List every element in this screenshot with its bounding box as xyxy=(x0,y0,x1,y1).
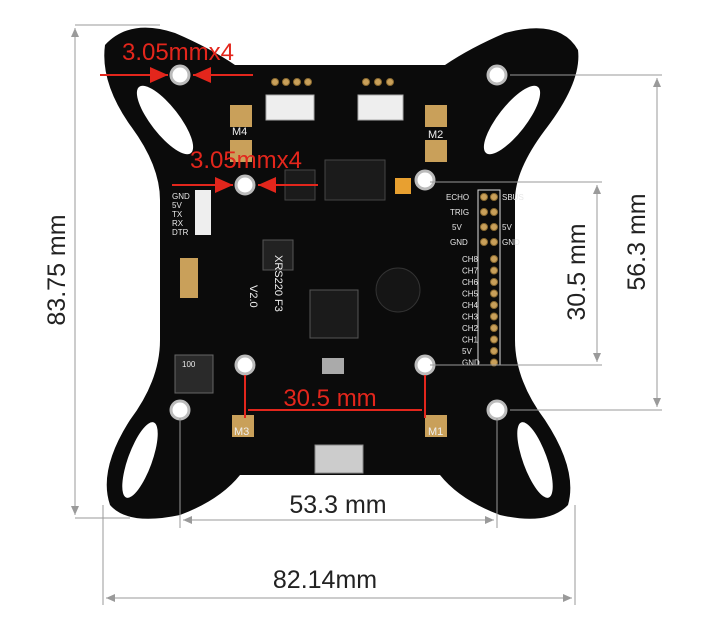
channel-label: CH2 xyxy=(462,324,479,333)
header-pin xyxy=(282,78,290,86)
motor-label-m3: M3 xyxy=(234,426,249,438)
header-pin xyxy=(490,238,498,246)
inductor-label: 100 xyxy=(182,360,196,369)
header-pin xyxy=(362,78,370,86)
header-pin xyxy=(386,78,394,86)
outer-hole-label: 3.05mmx4 xyxy=(122,39,234,66)
header-pin xyxy=(490,289,498,298)
header-pin xyxy=(490,255,498,263)
header-pin xyxy=(271,78,279,86)
channel-label: CH6 xyxy=(462,278,479,287)
ear-cutouts xyxy=(122,85,553,498)
header-pin xyxy=(490,208,498,216)
pcb-board xyxy=(104,27,579,519)
header-pin xyxy=(374,78,382,86)
header-pin xyxy=(480,208,488,216)
channel-label: CH3 xyxy=(462,313,479,322)
overall-width-label: 82.14mm xyxy=(273,566,377,594)
channel-label: CH8 xyxy=(462,255,479,264)
svg-text:GND: GND xyxy=(450,238,468,247)
header-pin xyxy=(480,223,488,231)
uart-label: 5V xyxy=(172,201,182,210)
header-pin xyxy=(490,278,498,286)
header-pin xyxy=(490,266,498,275)
uart-label: RX xyxy=(172,219,184,228)
header-pin xyxy=(490,193,498,201)
inner-hole-label: 3.05mmx4 xyxy=(190,147,302,174)
header-pin xyxy=(490,312,498,321)
channel-label: CH4 xyxy=(462,301,479,310)
header-pin xyxy=(304,78,312,86)
motor-label-m2: M2 xyxy=(428,129,443,141)
header-pin xyxy=(490,358,498,367)
svg-text:5V: 5V xyxy=(502,223,512,232)
header-pin xyxy=(490,223,498,231)
header-right-labels: SBUS 5V GND xyxy=(502,193,524,247)
board-version: V2.0 xyxy=(247,285,259,308)
svg-text:TRIG: TRIG xyxy=(450,208,469,217)
channel-label: CH5 xyxy=(462,290,479,299)
uart-label: TX xyxy=(172,210,183,219)
mount-outer-width-label: 53.3 mm xyxy=(289,491,386,519)
mount-outer-height-label: 56.3 mm xyxy=(623,193,651,290)
header-pin xyxy=(490,335,498,344)
mount-inner-height-label: 30.5 mm xyxy=(563,223,591,320)
motor-label-m4: M4 xyxy=(232,126,247,138)
motor-label-m1: M1 xyxy=(428,426,443,438)
header-pin xyxy=(490,301,498,309)
channel-label: CH1 xyxy=(462,336,479,345)
mount-inner-width-label: 30.5 mm xyxy=(283,385,376,412)
dimension-lines xyxy=(71,24,662,605)
board-name: XRS220 F3 xyxy=(272,255,284,312)
svg-text:SBUS: SBUS xyxy=(502,193,524,202)
uart-label: DTR xyxy=(172,228,189,237)
svg-text:5V: 5V xyxy=(452,223,462,232)
header-pins xyxy=(271,78,498,367)
silkscreen: XRS220 F3 V2.0 M1 M2 M3 M4 100 ECHO TRIG… xyxy=(172,126,524,438)
header-pin xyxy=(480,193,488,201)
header-pin xyxy=(293,78,301,86)
channel-label: GND xyxy=(462,359,480,368)
overall-height-label: 83.75 mm xyxy=(43,214,71,325)
components xyxy=(174,94,501,474)
channel-label: CH7 xyxy=(462,267,479,276)
svg-text:ECHO: ECHO xyxy=(446,193,469,202)
svg-text:GND: GND xyxy=(502,238,520,247)
header-pin xyxy=(490,324,498,332)
header-left-labels: ECHO TRIG 5V GND xyxy=(446,193,469,247)
red-annotations xyxy=(100,67,426,418)
header-pin xyxy=(480,238,488,246)
header-pin xyxy=(490,347,498,355)
uart-label: GND xyxy=(172,192,190,201)
channel-label: 5V xyxy=(462,347,472,356)
